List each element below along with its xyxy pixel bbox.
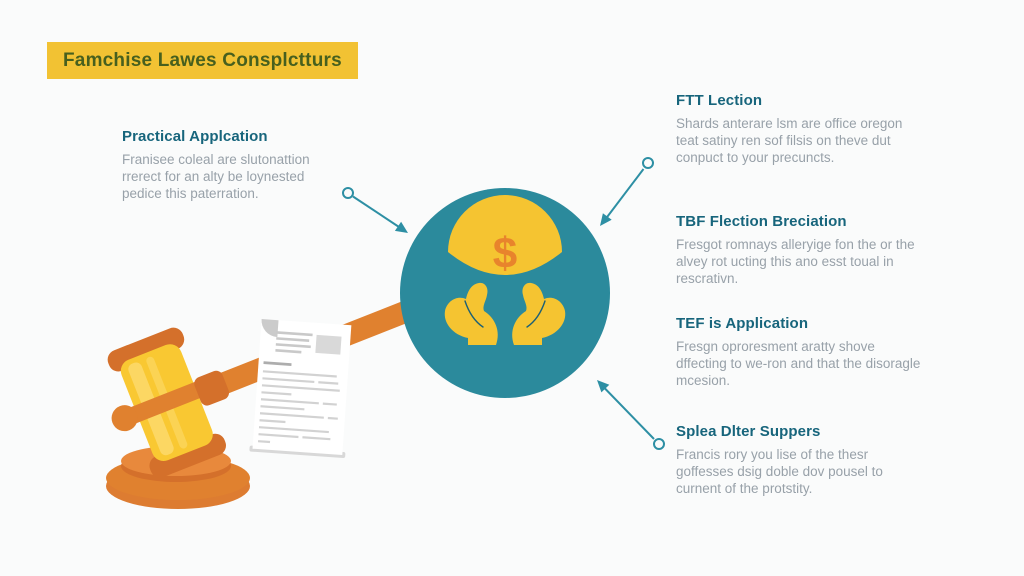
section-body: Franisee coleal are slutonattion rrerect… xyxy=(122,152,310,201)
section-body: Shards anterare lsm are office oregon te… xyxy=(676,116,903,165)
connector-dot-icon xyxy=(642,157,654,169)
page-curl xyxy=(261,319,279,338)
dollar-sign-icon: $ xyxy=(493,229,517,278)
gavel-base xyxy=(106,446,250,509)
section-heading: Splea Dlter Suppers xyxy=(676,423,821,440)
section-body: Fresgot romnays alleryige fon the or the… xyxy=(676,237,915,286)
hands-holding-coin-icon: $ xyxy=(400,188,610,398)
section-body: Francis rory you lise of the thesr goffe… xyxy=(676,447,883,496)
section-tef-application: TEF is Application Fresgn oproresment ar… xyxy=(676,315,928,389)
coin-icon xyxy=(448,195,562,275)
title-banner: Famchise Lawes Consplctturs xyxy=(47,42,358,79)
section-splea-suppers: Splea Dlter Suppers Francis rory you lis… xyxy=(676,423,928,497)
legal-document-icon xyxy=(249,319,352,459)
section-tbf-flection: TBF Flection Breciation Fresgot romnays … xyxy=(676,213,928,287)
section-heading: Practical Applcation xyxy=(122,128,268,145)
connector-dot-icon xyxy=(342,187,354,199)
section-heading: TEF is Application xyxy=(676,315,809,332)
connector-bottom-right xyxy=(597,380,665,450)
section-practical-application: Practical Applcation Franisee coleal are… xyxy=(122,128,342,202)
arrowhead-icon xyxy=(394,221,408,233)
connector-top-right xyxy=(600,157,654,226)
section-heading: TBF Flection Breciation xyxy=(676,213,847,230)
connector-left xyxy=(342,187,408,233)
section-body: Fresgn oproresment aratty shove dffectin… xyxy=(676,339,921,388)
arrowhead-icon xyxy=(600,213,612,226)
page-title: Famchise Lawes Consplctturs xyxy=(63,50,342,71)
section-heading: FTT Lection xyxy=(676,92,763,109)
section-ftt-lection: FTT Lection Shards anterare lsm are offi… xyxy=(676,92,928,166)
connector-dot-icon xyxy=(653,438,665,450)
arrowhead-icon xyxy=(597,380,610,393)
